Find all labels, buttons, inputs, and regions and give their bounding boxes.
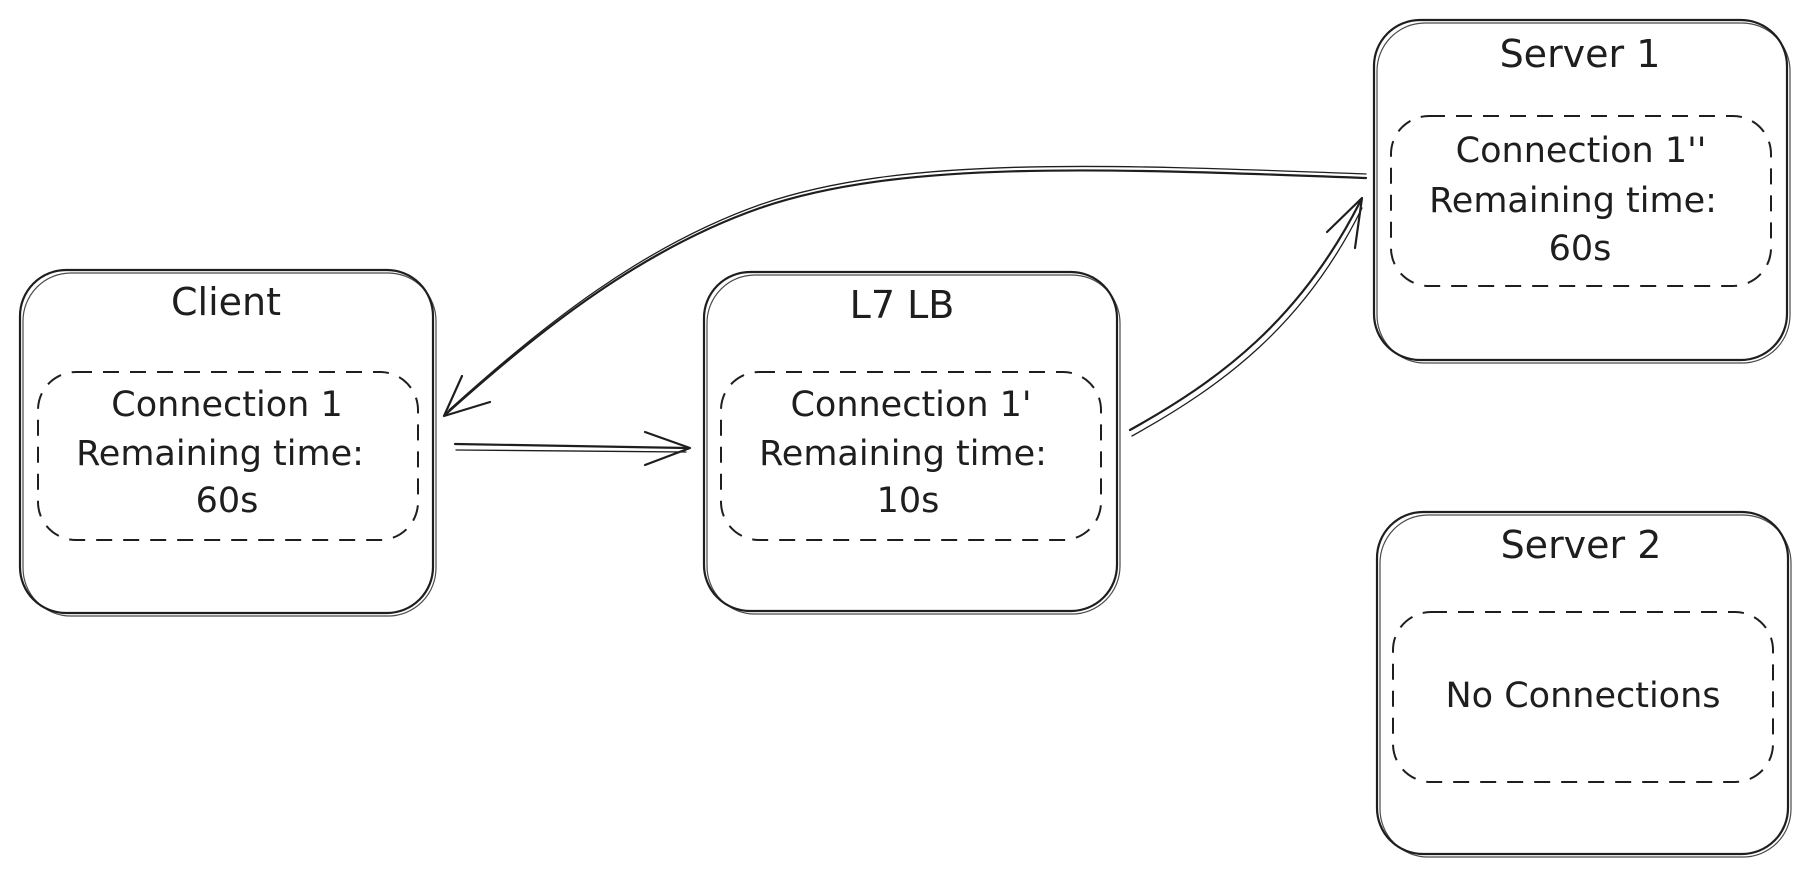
server2-connection-name: No Connections [1446, 676, 1721, 716]
lb-connection-label: Remaining time: [759, 434, 1047, 474]
server2-connection-box[interactable]: No Connections [1392, 611, 1774, 783]
client-connection-name: Connection 1 [111, 385, 342, 425]
server1-connection-label: Remaining time: [1429, 181, 1717, 221]
lb-title: L7 LB [850, 283, 955, 327]
client-title: Client [171, 280, 281, 324]
arrow-client-to-lb [453, 430, 692, 467]
lb-connection-name: Connection 1' [790, 385, 1031, 425]
client-connection-value: 60s [196, 481, 259, 521]
server2-title: Server 2 [1501, 523, 1662, 567]
client-connection-label: Remaining time: [76, 434, 364, 474]
server1-connection-box[interactable]: Connection 1'' Remaining time: 60s [1390, 115, 1772, 287]
server1-node[interactable]: Server 1 Connection 1'' Remaining time: … [1372, 18, 1791, 364]
server2-node[interactable]: Server 2 No Connections [1375, 510, 1792, 858]
client-connection-box[interactable]: Connection 1 Remaining time: 60s [37, 371, 419, 541]
lb-node[interactable]: L7 LB Connection 1' Remaining time: 10s [702, 270, 1121, 615]
arrow-server1-to-client [442, 165, 1368, 418]
client-node[interactable]: Client Connection 1 Remaining time: 60s [18, 268, 437, 617]
server1-connection-value: 60s [1549, 229, 1612, 269]
arrow-lb-to-server1 [1128, 196, 1364, 437]
server1-connection-name: Connection 1'' [1456, 131, 1707, 171]
server1-title: Server 1 [1500, 32, 1661, 76]
lb-connection-value: 10s [877, 481, 940, 521]
lb-connection-box[interactable]: Connection 1' Remaining time: 10s [720, 371, 1102, 541]
